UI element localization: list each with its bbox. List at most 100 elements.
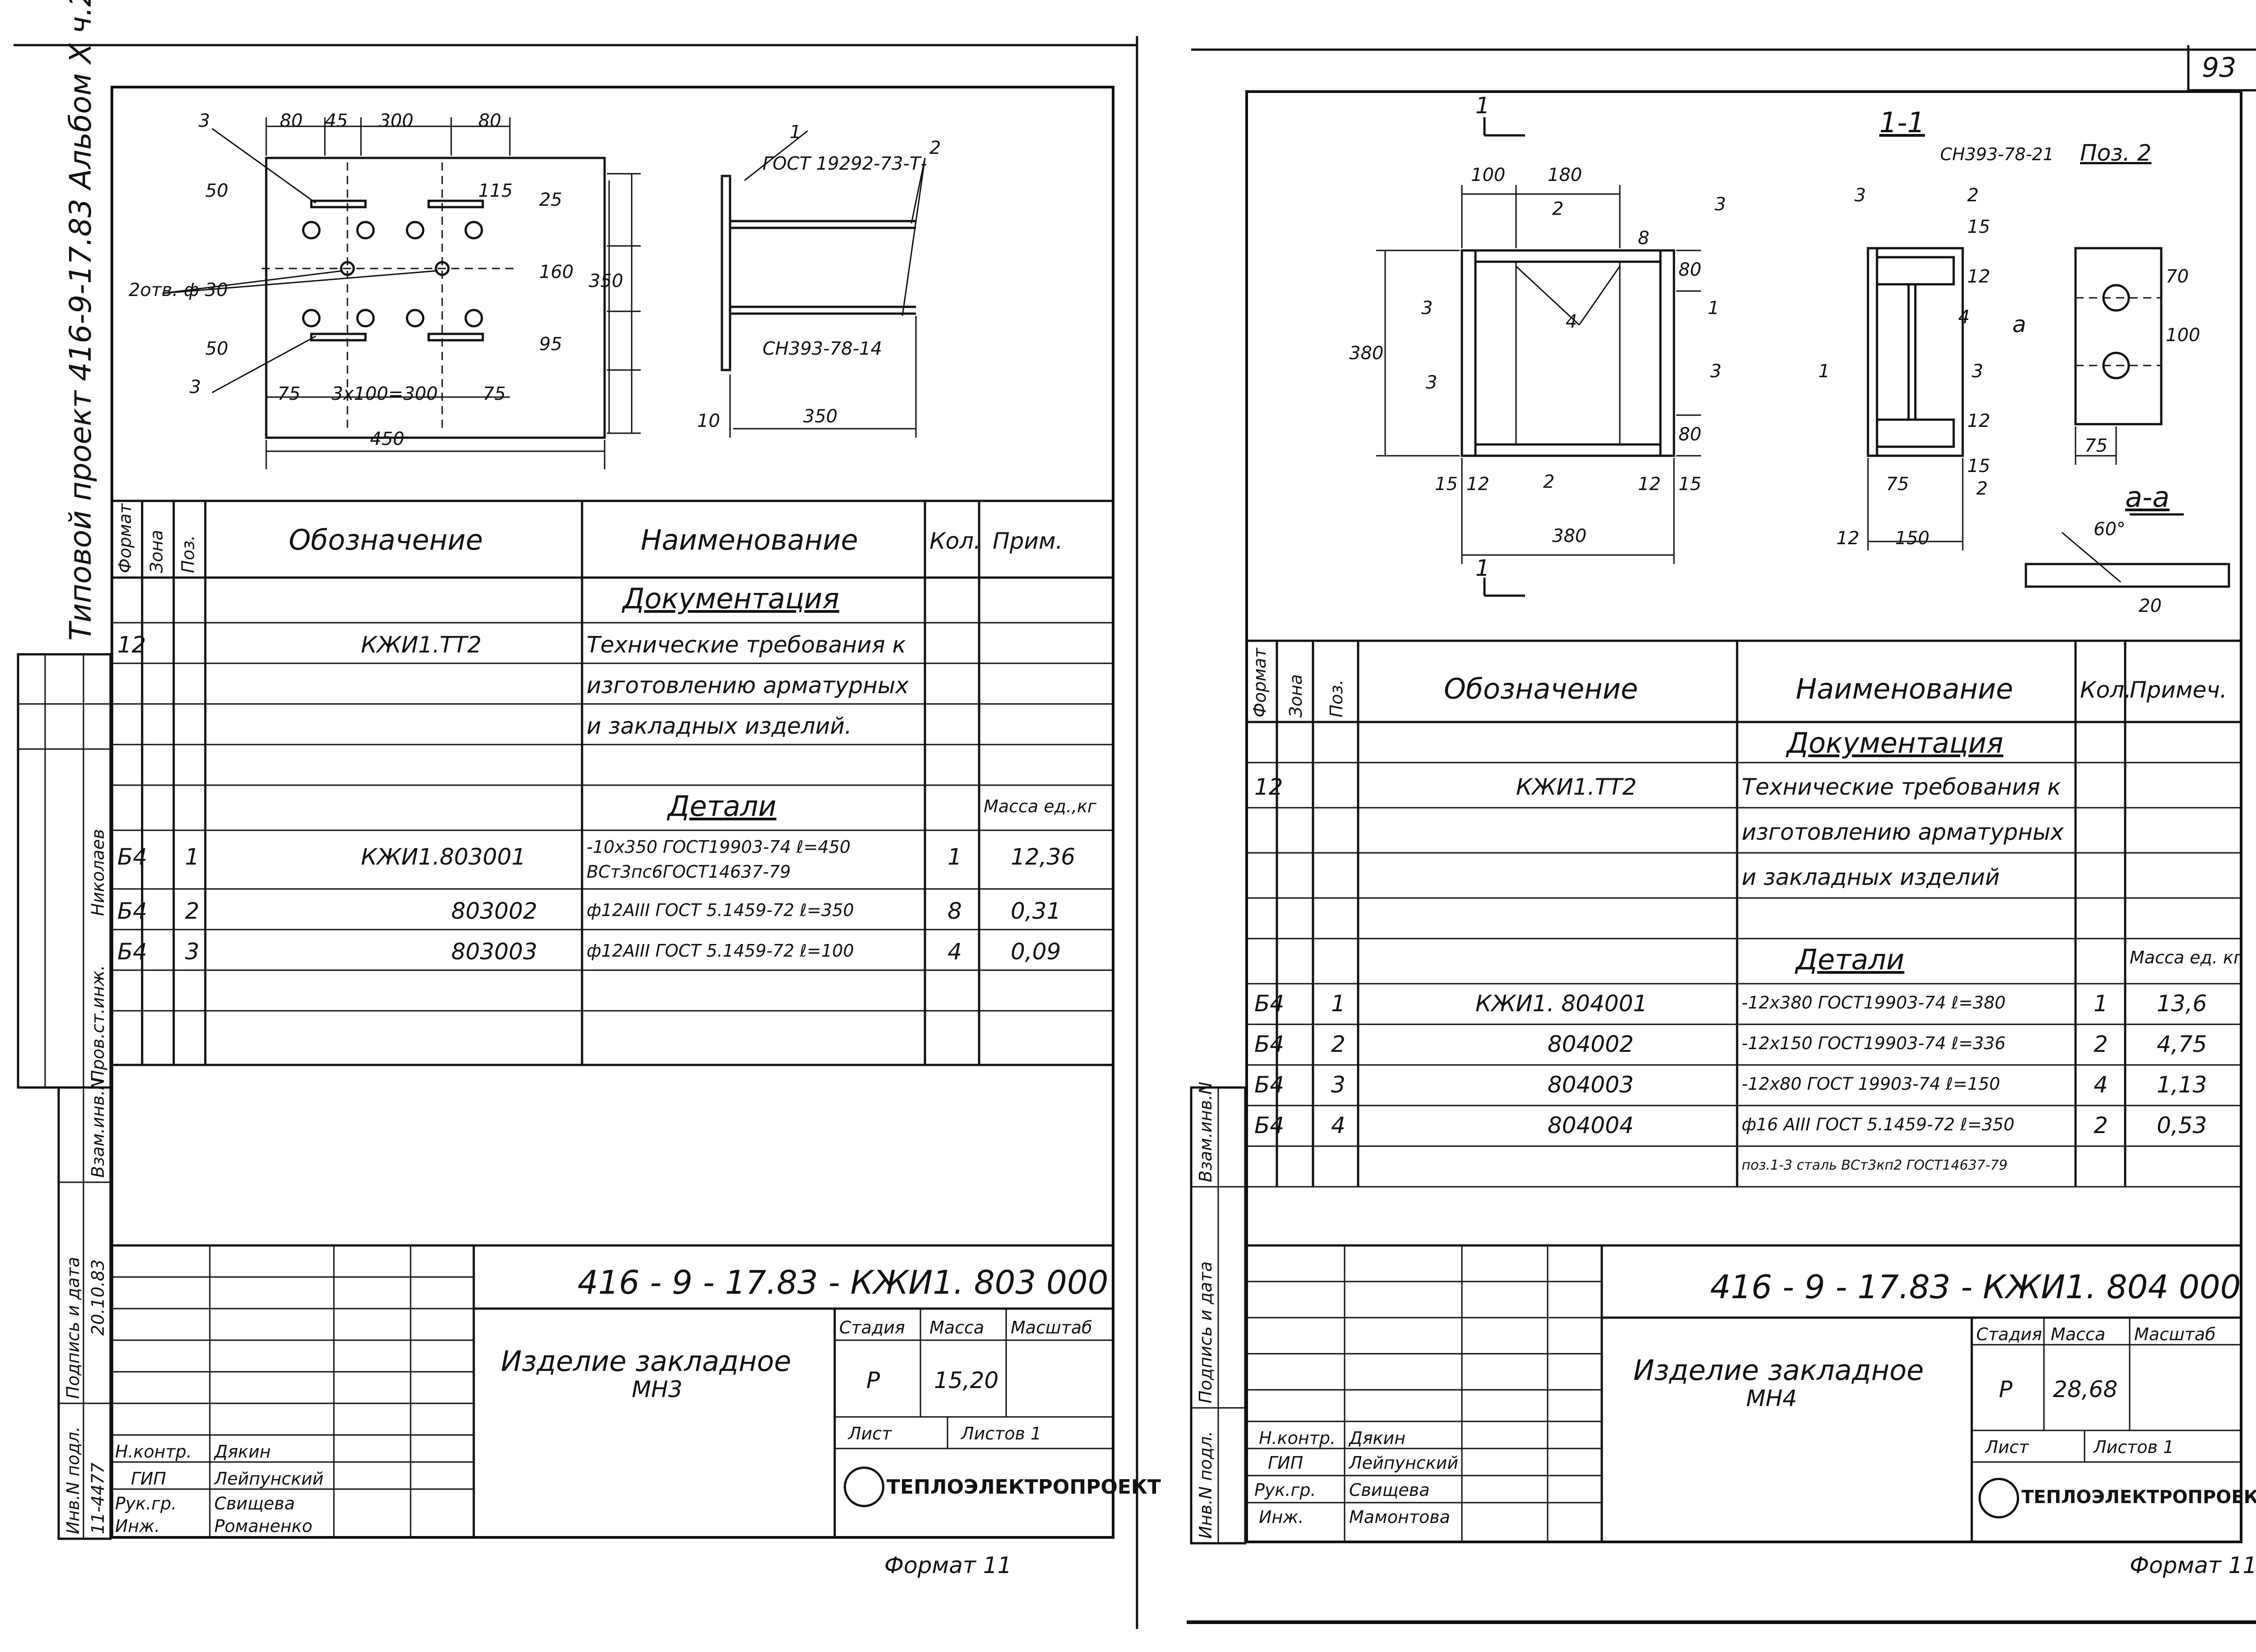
left-scale-label: Масштаб [1011, 1318, 1092, 1337]
left-row5-code: 803002 [451, 898, 537, 924]
right-row6-pos: 3 [1331, 1072, 1345, 1098]
left-sn-side: СН393-78-14 [763, 338, 883, 359]
right-side-callout-2b: 2 [1976, 478, 1988, 499]
right-side-callout-4: 4 [1958, 307, 1970, 328]
right-row5-name: -12х150 ГОСТ19903-74 ℓ=336 [1742, 1033, 2006, 1053]
right-person-3: Свищева [1349, 1480, 1430, 1500]
left-row6-pos: 3 [185, 939, 199, 965]
left-callout-2: 2 [929, 138, 941, 158]
right-row7-name: ф16 АIII ГОСТ 5.1459-72 ℓ=350 [1742, 1115, 2015, 1134]
right-role-1: Н.контр. [1259, 1428, 1336, 1448]
left-sheets-label: Листов 1 [961, 1424, 1042, 1444]
left-row4-code: КЖИ1.803001 [361, 844, 526, 870]
right-side-callout-3: 3 [1854, 185, 1866, 206]
left-dim-50a: 50 [205, 180, 228, 201]
left-mass-header: Масса ед.,кг [984, 796, 1096, 816]
left-mass-label: Масса [929, 1318, 985, 1337]
right-cut-mark-bottom: 1 [1475, 555, 1490, 581]
right-item-mark: МН4 [1746, 1385, 1797, 1411]
left-row6-qty: 4 [948, 939, 962, 965]
right-mass: 28,68 [2053, 1376, 2118, 1402]
left-mass: 15,20 [934, 1367, 999, 1393]
left-dim-300: 300 [379, 111, 414, 131]
left-row4-pos: 1 [185, 844, 199, 870]
right-mass-header: Масса ед. кг [2130, 948, 2242, 967]
left-dim-75b: 75 [483, 384, 506, 404]
right-row6-name: -12х80 ГОСТ 19903-74 ℓ=150 [1742, 1074, 2000, 1094]
left-row1-fmt: 12 [117, 632, 146, 658]
right-row6-fmt: Б4 [1254, 1072, 1285, 1098]
right-dim-380: 380 [1552, 526, 1587, 546]
left-row2-name: изготовлению арматурных [587, 672, 909, 699]
right-row6-code: 804003 [1548, 1072, 1634, 1098]
left-sheet-label: Лист [848, 1424, 892, 1444]
right-row4-qty: 1 [2094, 990, 2108, 1017]
left-stage: Р [866, 1367, 880, 1393]
left-section-docs: Документация [623, 582, 839, 615]
right-side-callout-2: 2 [1967, 185, 1979, 206]
left-dim-350: 350 [589, 271, 624, 292]
left-row5-qty: 8 [948, 898, 962, 924]
right-plate-dim-100: 100 [2166, 325, 2201, 346]
right-row7-pos: 4 [1331, 1112, 1345, 1138]
right-row6-qty: 4 [2094, 1072, 2108, 1098]
right-sheet-frame [1245, 90, 2242, 1543]
left-item-mark: МН3 [632, 1376, 683, 1402]
left-callout-10: 10 [697, 411, 720, 431]
left-gost-side: ГОСТ 19292-73-Т- [763, 153, 927, 174]
right-callout-2b: 2 [1543, 472, 1555, 492]
right-dim-80a: 80 [1678, 259, 1701, 280]
left-row5-fmt: Б4 [117, 898, 148, 924]
right-section-parts: Детали [1796, 943, 1905, 976]
right-side-dim-75: 75 [1886, 474, 1909, 495]
right-row7-note: 0,53 [2157, 1112, 2207, 1138]
right-side-dim-15b: 15 [1967, 456, 1990, 477]
left-hole-label: 2отв. ф 30 [129, 280, 228, 301]
left-dim-45: 45 [325, 111, 348, 131]
left-spec-header-note: Прим. [993, 528, 1063, 554]
right-spec-header-note: Примеч. [2130, 677, 2227, 703]
right-row6-note: 1,13 [2157, 1072, 2207, 1098]
right-row5-qty: 2 [2094, 1031, 2108, 1057]
left-row6-note: 0,09 [1011, 939, 1061, 965]
left-format-label: Формат 11 [884, 1552, 1012, 1578]
org-logo-icon [844, 1467, 884, 1507]
right-row4-fmt: Б4 [1254, 990, 1285, 1017]
left-dim-3x100: 3x100=300 [332, 384, 438, 404]
right-side-callout-a: а [2012, 311, 2026, 338]
right-row8-name: поз.1-3 сталь ВСт3кп2 ГОСТ14637-79 [1742, 1157, 2008, 1173]
right-spec-header-designation: Обозначение [1444, 672, 1638, 705]
left-person-4: Романенко [214, 1516, 313, 1536]
right-section-ref: СН393-78-21 [1940, 144, 2054, 164]
left-doc-code: 416 - 9 - 17.83 - КЖИ1. 803 000 [578, 1263, 1109, 1301]
right-row5-pos: 2 [1331, 1031, 1345, 1057]
right-pos-label: Поз. 2 [2080, 140, 2152, 166]
right-callout-1: 1 [1708, 298, 1720, 319]
right-side-dim-15a: 15 [1967, 217, 1990, 237]
left-sheet-frame [111, 86, 1114, 1539]
left-dim-80b: 80 [478, 111, 501, 131]
right-row7-fmt: Б4 [1254, 1112, 1285, 1138]
left-role-1: Н.контр. [115, 1442, 192, 1462]
right-format-label: Формат 11 [2130, 1552, 2256, 1578]
right-row5-note: 4,75 [2157, 1031, 2207, 1057]
left-dim-80a: 80 [280, 111, 303, 131]
left-dim-75a: 75 [277, 384, 300, 404]
right-org: ТЕПЛОЭЛЕКТРОПРОЕКТ [2021, 1487, 2256, 1508]
right-section-docs: Документация [1787, 727, 2003, 759]
right-spec-header-name: Наименование [1796, 672, 2013, 705]
right-stage-label: Стадия [1976, 1324, 2042, 1344]
right-callout-3c: 3 [1426, 372, 1438, 393]
left-row3-name: и закладных изделий. [587, 713, 852, 739]
left-stage-label: Стадия [839, 1318, 905, 1337]
left-row4-name: -10х350 ГОСТ19903-74 ℓ=450 [587, 837, 851, 857]
right-dim-15a: 15 [1435, 474, 1458, 495]
left-row4-name2: ВСт3пс6ГОСТ14637-79 [587, 862, 791, 882]
left-dim-115: 115 [478, 180, 513, 201]
right-row7-qty: 2 [2094, 1112, 2108, 1138]
page-number: 93 [2202, 52, 2237, 83]
right-callout-3a: 3 [1715, 194, 1726, 215]
left-role-2: ГИП [131, 1469, 166, 1489]
